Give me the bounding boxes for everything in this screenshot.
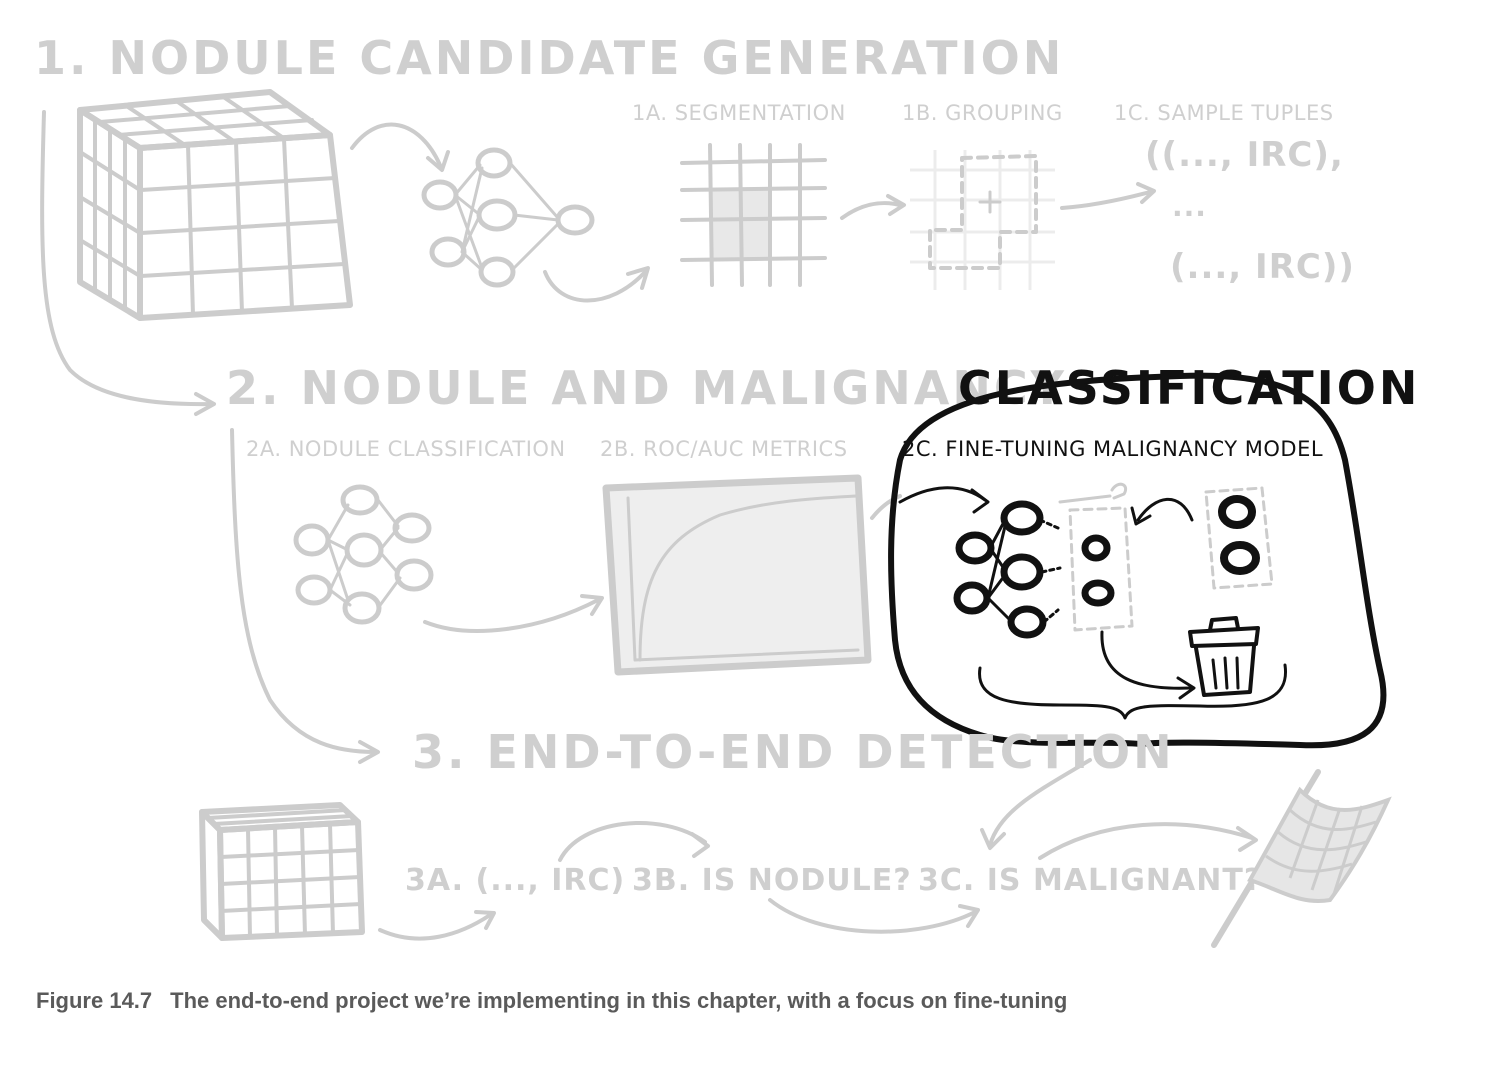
flow-arrow-1-to-2 [40,110,214,407]
roc-curve-icon [602,474,872,676]
segmentation-grid-icon [680,143,827,287]
ct-volume-icon [77,89,353,321]
figure-caption-text: The end-to-end project we’re implementin… [170,988,1068,1013]
tuple-line-2: ... [1172,190,1207,223]
arrow-3 [840,201,902,220]
neural-network-icon-2c [953,500,1062,639]
tuple-line-3: (..., IRC)) [1170,247,1355,287]
section2-sub-c: 2C. FINE-TUNING MALIGNANCY MODEL [902,437,1323,461]
fine-tuning-highlight: CLASSIFICATION 2C. FINE-TUNING MALIGNANC… [888,361,1420,749]
arrow-4 [1060,190,1152,210]
section2-title-faded: 2. NODULE AND MALIGNANCY [226,361,1067,415]
neural-network-icon [421,147,595,288]
section3-sub-c: 3C. IS MALIGNANT? [918,863,1262,898]
trash-can-icon [1188,616,1260,697]
grouping-grid-icon [910,150,1055,290]
figure-caption: Figure 14.7 The end-to-end project we’re … [36,988,1067,1014]
section1-sub-a: 1A. SEGMENTATION [632,101,846,125]
section1-sub-b: 1B. GROUPING [902,101,1063,125]
section3-title: 3. END-TO-END DETECTION [412,725,1175,779]
section1-sub-c: 1C. SAMPLE TUPLES [1114,101,1334,125]
arrow-8 [378,913,492,941]
section2-sub-b: 2B. ROC/AUC METRICS [600,437,848,461]
neural-network-icon-2a [293,484,434,625]
ct-volume-icon-small [199,802,365,941]
arrow-7 [988,758,1092,847]
pipeline-diagram: 1. NODULE CANDIDATE GENERATION 1A. SEGME… [34,31,1420,948]
arrow-11 [1038,822,1254,860]
arrow-2 [543,270,647,303]
arrow-10 [768,898,977,934]
section2-sub-a: 2A. NODULE CLASSIFICATION [246,437,566,461]
arrow-1 [350,122,442,167]
arrow-9 [558,821,707,862]
section3-sub-b: 3B. IS NODULE? [632,863,912,898]
arrow-5 [423,598,600,633]
checkered-flag-icon [1211,769,1392,948]
section2-title-highlight: CLASSIFICATION [958,361,1420,415]
tuple-line-1: ((..., IRC), [1145,135,1344,175]
figure-label: Figure 14.7 [36,988,153,1013]
section1-title: 1. NODULE CANDIDATE GENERATION [34,31,1064,85]
arrow-6 [870,494,902,520]
section3-sub-a: 3A. (..., IRC) [405,863,625,898]
flow-arrow-2-to-3 [230,428,378,754]
